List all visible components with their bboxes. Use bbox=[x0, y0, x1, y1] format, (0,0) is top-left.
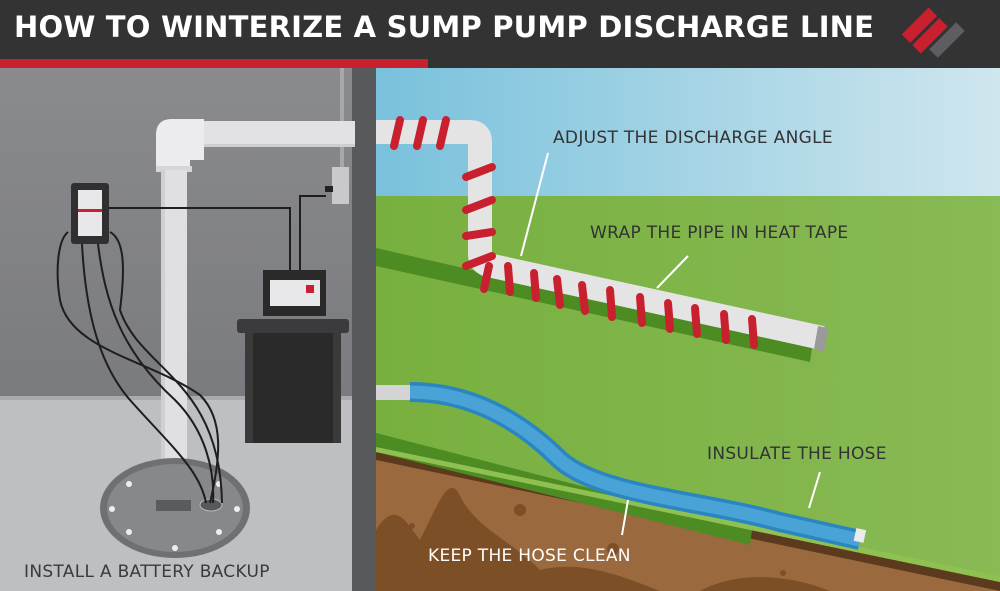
header-bar: HOW TO WINTERIZE A SUMP PUMP DISCHARGE L… bbox=[0, 0, 1000, 68]
heat-taped-pipe bbox=[376, 116, 828, 352]
basement-panel bbox=[0, 68, 376, 591]
wall-outlet bbox=[332, 167, 349, 204]
page-title: HOW TO WINTERIZE A SUMP PUMP DISCHARGE L… bbox=[14, 10, 875, 44]
brand-logo-icon bbox=[901, 7, 965, 58]
label-install-battery-backup: INSTALL A BATTERY BACKUP bbox=[24, 562, 270, 582]
insulated-hose bbox=[376, 382, 867, 550]
label-insulate-hose: INSULATE THE HOSE bbox=[707, 444, 887, 464]
label-adjust-discharge-angle: ADJUST THE DISCHARGE ANGLE bbox=[553, 128, 833, 148]
label-keep-hose-clean: KEEP THE HOSE CLEAN bbox=[428, 546, 631, 566]
illustration bbox=[0, 68, 1000, 591]
accent-bar bbox=[0, 59, 428, 68]
exterior-panel bbox=[376, 68, 1000, 591]
label-wrap-heat-tape: WRAP THE PIPE IN HEAT TAPE bbox=[590, 223, 849, 243]
